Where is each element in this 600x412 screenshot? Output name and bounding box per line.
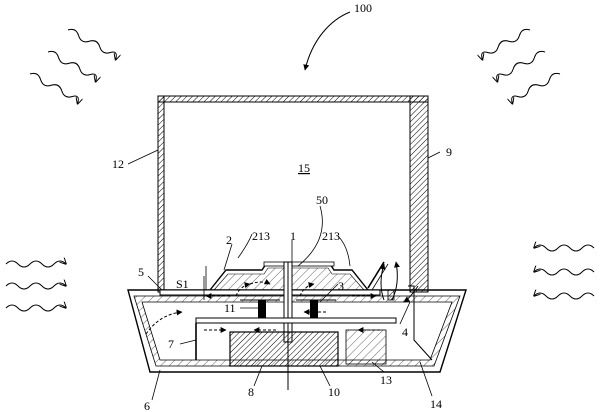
label-10: 10 xyxy=(328,385,340,399)
heat-waves-left-top xyxy=(29,28,119,103)
label-50: 50 xyxy=(316,193,328,207)
plate-5 xyxy=(159,289,381,296)
outlet-4 xyxy=(387,285,433,361)
heat-waves-right-top xyxy=(479,28,561,103)
label-213-left: 213 xyxy=(252,229,270,243)
label-5: 5 xyxy=(138,265,144,279)
block-13 xyxy=(345,329,387,365)
label-15: 15 xyxy=(298,161,310,175)
label-4: 4 xyxy=(402,325,408,339)
reference-100 xyxy=(303,11,351,71)
label-3: 3 xyxy=(338,279,344,293)
leader-lines xyxy=(127,149,441,401)
heat-waves-right-bottom xyxy=(534,245,595,300)
label-12: 12 xyxy=(112,157,124,171)
heater-8 xyxy=(229,331,339,367)
label-9: 9 xyxy=(446,145,452,159)
enclosure xyxy=(157,95,429,293)
label-7: 7 xyxy=(168,337,174,351)
inner-plate-7 xyxy=(195,317,397,360)
support-11 xyxy=(240,299,280,318)
shaft-1 xyxy=(283,261,293,390)
label-13: 13 xyxy=(380,373,392,387)
label-213-right: 213 xyxy=(322,229,340,243)
airflow-arrows xyxy=(145,278,380,335)
label-2: 2 xyxy=(226,233,232,247)
support-3 xyxy=(296,299,336,318)
label-6: 6 xyxy=(144,399,150,412)
label-s1: S1 xyxy=(176,277,189,291)
flap xyxy=(367,261,389,291)
label-100: 100 xyxy=(354,1,372,15)
label-1: 1 xyxy=(290,229,296,243)
label-8: 8 xyxy=(248,385,254,399)
exhaust-arrows xyxy=(379,261,419,303)
labels: 100 12 9 15 50 1 213 213 2 5 S1 3 11 7 4… xyxy=(112,1,452,412)
label-11: 11 xyxy=(224,301,236,315)
label-14: 14 xyxy=(430,397,442,411)
heat-waves-left-bottom xyxy=(5,261,66,312)
